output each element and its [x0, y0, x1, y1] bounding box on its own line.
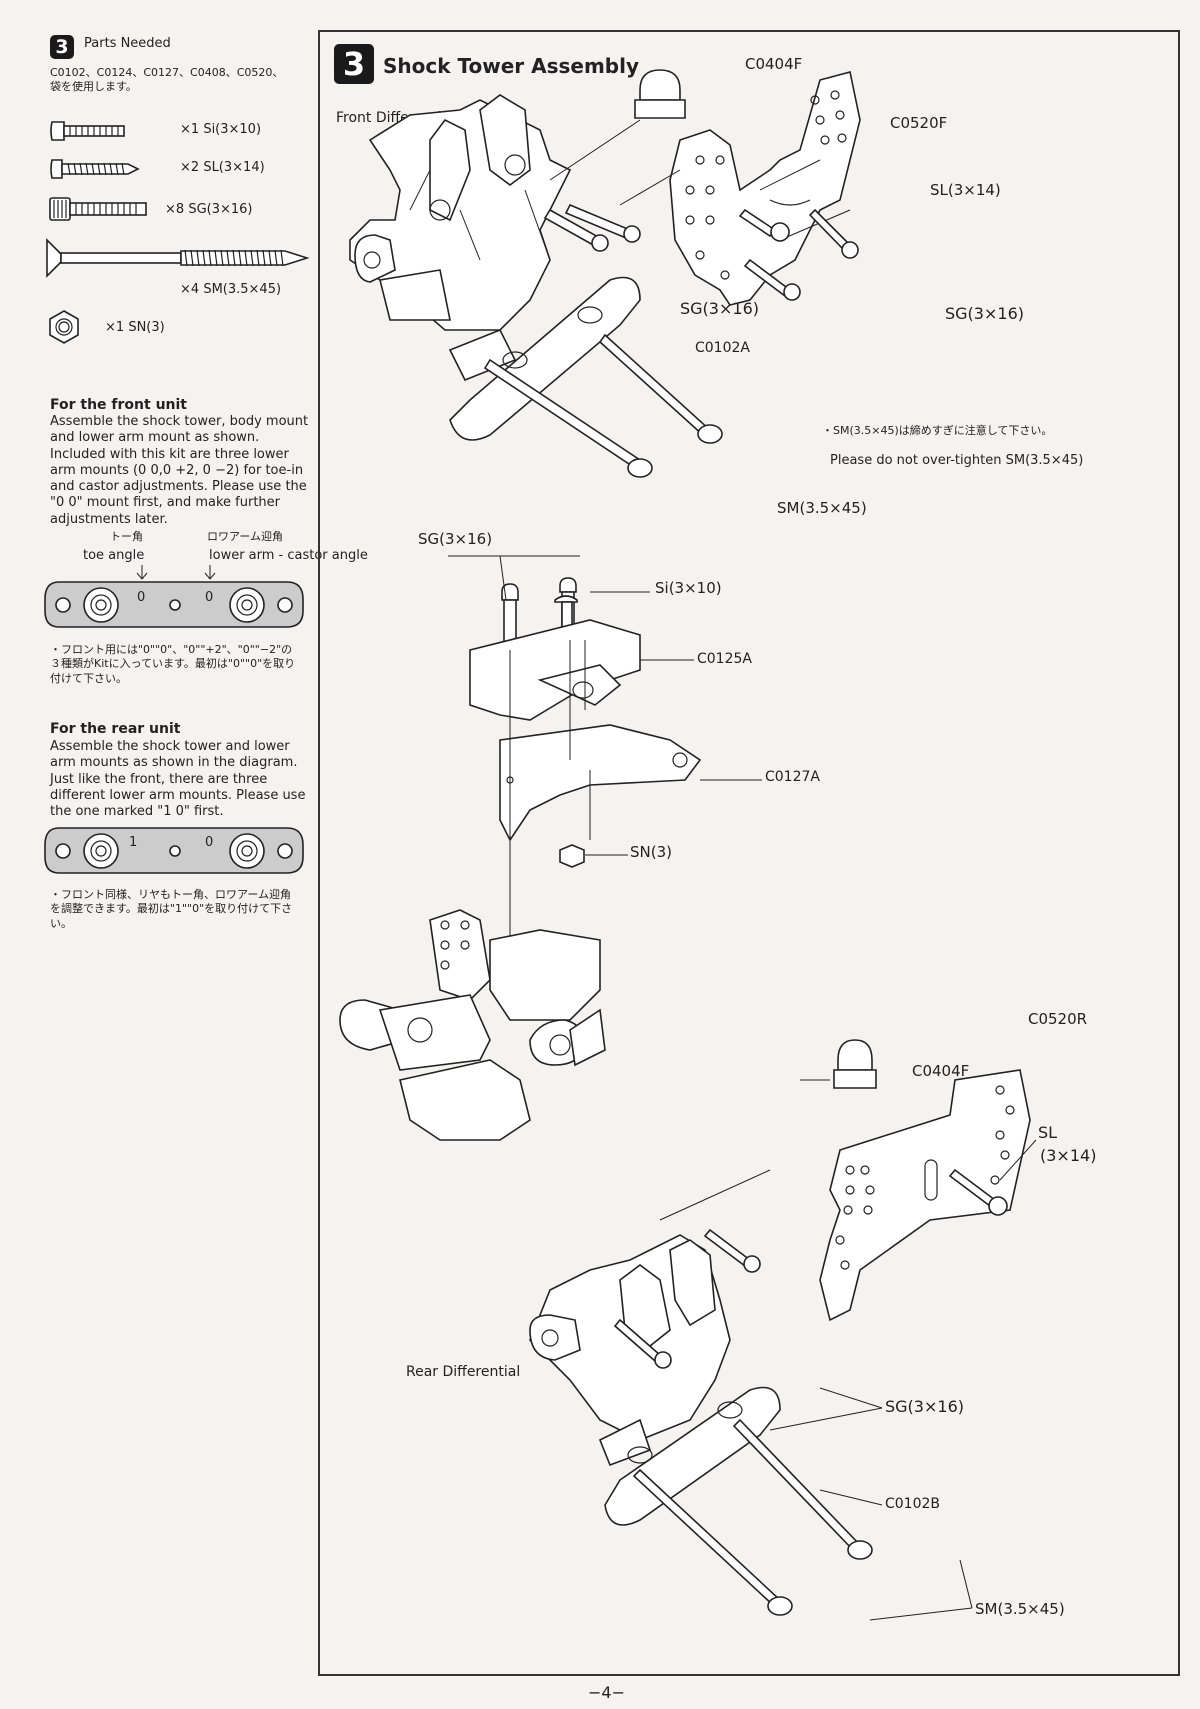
rear-unit-body: Assemble the shock tower and lower arm m…	[50, 739, 306, 819]
label-sm-bottom: SM(3.5×45)	[975, 1600, 1065, 1618]
rear-differential-illustration	[529, 1039, 1031, 1616]
front-unit-body: Assemble the shock tower, body mount and…	[50, 414, 309, 527]
label-c0520f: C0520F	[890, 114, 948, 132]
label-c0404f-top: C0404F	[745, 55, 803, 73]
label-c0520r: C0520R	[1028, 1010, 1088, 1028]
label-sl-top: SL(3×14)	[930, 181, 1001, 199]
hex-nut-icon	[49, 310, 79, 344]
label-sm-top: SM(3.5×45)	[777, 499, 867, 517]
front-mount-mark-right: 0	[205, 590, 214, 605]
part-label: SG(3×16)	[188, 202, 253, 217]
rear-mount-diagram	[44, 827, 304, 874]
label-c0404f-bottom: C0404F	[912, 1062, 970, 1080]
self-tapping-screw-icon	[50, 159, 140, 179]
label-c0102a: C0102A	[695, 340, 750, 356]
cap-screw-icon	[49, 197, 147, 221]
step-number-badge: 3	[50, 35, 74, 59]
label-c0102b: C0102B	[885, 1496, 941, 1512]
label-sg-bottom: SG(3×16)	[885, 1397, 964, 1416]
parts-codes: C0102、C0124、C0127、C0408、C0520、	[50, 66, 284, 79]
label-sl-bottom-1: SL	[1038, 1123, 1058, 1142]
part-qty: ×1	[105, 320, 125, 335]
long-screw-icon	[46, 238, 310, 278]
label-sg-a: SG(3×16)	[680, 299, 759, 318]
parts-needed-title: Parts Needed	[84, 36, 171, 51]
front-differential-illustration	[349, 69, 861, 478]
castor-angle-jp: ロワアーム迎角	[207, 530, 284, 543]
castor-angle-label: lower arm - castor angle	[209, 548, 368, 563]
front-unit-heading: For the front unit	[50, 397, 187, 413]
part-qty: ×8	[165, 202, 185, 217]
part-label: Si(3×10)	[203, 122, 262, 137]
rear-mount-mark-right: 0	[205, 835, 214, 850]
label-sg-b: SG(3×16)	[945, 304, 1024, 323]
part-qty: ×4	[180, 282, 200, 297]
warning-jp: ・SM(3.5×45)は締めすぎに注意して下さい。	[822, 424, 1053, 437]
label-c0125a: C0125A	[697, 651, 752, 667]
part-label: SM(3.5×45)	[203, 282, 282, 297]
part-label: SN(3)	[128, 320, 165, 335]
rear-jp-note: ・フロント同様、リヤもトー角、ロワアーム迎角を調整できます。最初は"1""0"を…	[50, 888, 293, 930]
label-c0127a: C0127A	[765, 769, 820, 785]
pan-head-screw-icon	[50, 121, 125, 141]
label-sg-mid: SG(3×16)	[418, 530, 493, 548]
rear-mount-mark-left: 1	[129, 835, 138, 850]
part-qty: ×2	[180, 160, 200, 175]
label-sn: SN(3)	[630, 843, 672, 861]
front-mount-mark-left: 0	[137, 590, 146, 605]
rear-differential-label: Rear Differential	[406, 1364, 521, 1380]
page-number: −4−	[588, 1683, 625, 1702]
label-si-mid: Si(3×10)	[655, 579, 722, 597]
step-number-badge-main: 3	[334, 44, 374, 84]
parts-list: ×1 Si(3×10) ×2 SL(3×14) ×8 SG(3×16) ×4 S…	[45, 110, 310, 370]
label-sl-bottom-2: (3×14)	[1040, 1146, 1097, 1165]
part-label: SL(3×14)	[203, 160, 265, 175]
part-qty: ×1	[180, 122, 200, 137]
section-title: Shock Tower Assembly	[383, 54, 639, 78]
front-jp-note: ・フロント用には"0""0"、"0""+2"、"0""−2"の３種類がKitに入…	[50, 643, 296, 685]
toe-angle-jp: トー角	[110, 530, 143, 543]
shock-tower-exploded-illustration	[339, 577, 702, 1141]
front-mount-diagram	[44, 565, 304, 628]
assembly-panel	[318, 30, 1180, 1676]
parts-bag-note: 袋を使用します。	[50, 80, 137, 93]
toe-angle-label: toe angle	[83, 548, 145, 563]
rear-unit-heading: For the rear unit	[50, 721, 181, 737]
warning-en: Please do not over-tighten SM(3.5×45)	[830, 453, 1084, 468]
